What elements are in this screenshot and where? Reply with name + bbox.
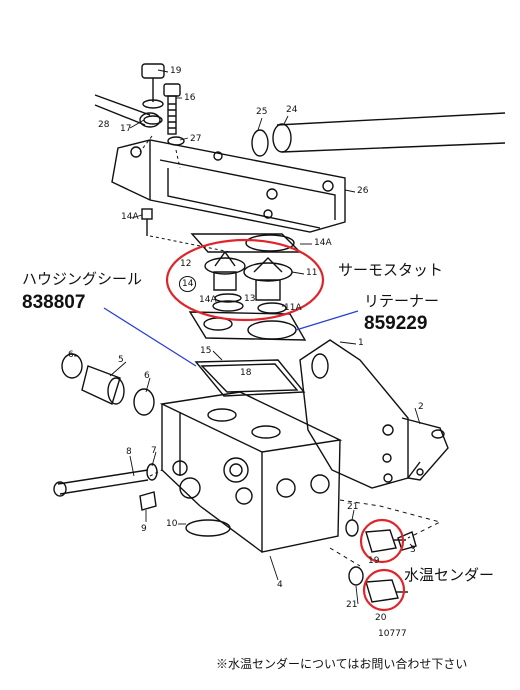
bracket-2 [401,417,449,481]
housing-gasket-15 [194,359,306,397]
thermostat-label: サーモスタット [338,262,444,279]
banjo-bolt-20 [141,63,165,125]
callout-28: 28 [98,120,110,130]
callout-2: 2 [418,402,424,412]
callout-11: 11 [306,268,318,278]
callout-1: 1 [358,338,364,348]
callout-5: 5 [118,355,124,365]
o-ring-25 [251,129,269,157]
callout-25: 25 [256,107,268,117]
callout-13: 13 [244,294,256,304]
housing-seal-leader [103,307,197,367]
callout-8: 8 [126,447,132,457]
thermostat-12 [204,250,246,291]
callout-19: 17 [120,124,132,134]
callout-15: 15 [200,346,212,356]
callout-18: 16 [184,93,196,103]
gasket-14a-upper [190,233,302,253]
callout-23-lower: 21 [346,600,358,610]
callout-14: 14 [179,276,197,292]
callout-10: 10 [166,519,178,529]
plug-9 [139,491,157,511]
callout-22: 20 [375,613,387,623]
plug-3 [397,531,417,551]
mounting-bracket-1 [299,339,409,489]
callout-12: 12 [180,259,192,269]
callout-14a: 14A [199,295,217,305]
thermostat-housing-4 [159,391,343,553]
housing-seal-label: ハウジングシール [22,271,143,288]
housing-seal-part-number: 838807 [22,292,86,313]
retainer-label: リテーナー [364,293,440,310]
washer-7 [146,463,158,481]
o-ring-6-left [61,353,83,379]
seal-11a [257,302,287,314]
o-ring-6-right [133,388,155,416]
retainer-part-number: 859229 [364,313,428,334]
callout-4: 4 [277,580,283,590]
callout-16: 14A [121,212,139,222]
washer-23-upper [345,519,359,537]
callout-21: 19 [368,556,380,566]
callout-17: 18 [240,368,252,378]
footnote: ※水温センダーについてはお問い合わせ下さい [216,657,468,671]
callout-7: 7 [151,446,157,456]
water-temp-sender-label: 水温センダー [404,567,495,584]
callout-26: 26 [357,186,369,196]
sender-21 [365,529,406,553]
seal-13 [214,293,242,303]
hose-24 [272,112,506,153]
callout-27: 27 [190,134,202,144]
callout-11a: 11A [284,303,302,313]
callout-9: 9 [141,524,147,534]
o-ring-10 [185,519,231,537]
callout-6-right: 6 [144,371,150,381]
callout-24: 24 [286,105,298,115]
pipe-28 [94,94,161,128]
seal-14a [212,300,244,312]
thermostat-highlight [165,238,325,322]
thermostat-cover-26 [111,139,346,233]
sender-21-highlight [359,518,405,564]
callout-14a-upper: 14A [314,238,332,248]
sender-22 [365,579,408,603]
callout-20: 19 [170,66,182,76]
drawing-number: 10777 [378,629,407,639]
sleeve-5 [81,365,125,405]
bolt-18 [163,83,181,135]
washer-23-lower [348,566,364,586]
callout-23-upper: 21 [347,502,359,512]
callout-6-left: 6 [68,350,74,360]
callout-3: 3 [410,545,416,555]
screw-16 [141,208,153,236]
retainer-leader [295,310,359,331]
sender-22-highlight [362,568,406,612]
